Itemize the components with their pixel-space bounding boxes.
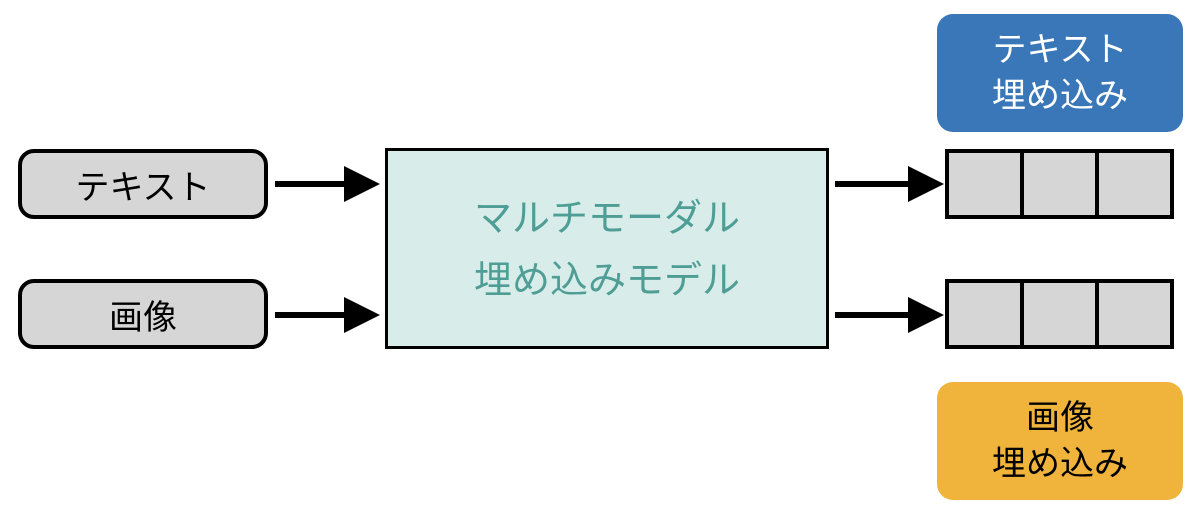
image-embedding-label-box: 画像 埋め込み <box>937 382 1183 500</box>
text-embedding-label-box: テキスト 埋め込み <box>937 14 1183 132</box>
image-embedding-label-line2: 埋め込み <box>992 444 1128 484</box>
image-embedding-label-line1: 画像 <box>1026 398 1094 438</box>
multimodal-embedding-model-node: マルチモーダル 埋め込みモデル <box>385 148 829 349</box>
text-embedding-label-line2: 埋め込み <box>992 76 1128 116</box>
text-embedding-vector <box>945 149 1174 219</box>
model-label-line2: 埋め込みモデル <box>473 257 740 302</box>
vector-cell <box>1024 283 1099 345</box>
vector-cell <box>949 153 1024 215</box>
text-embedding-label-line1: テキスト <box>992 30 1128 70</box>
input-text-label: テキスト <box>75 167 211 208</box>
model-label-line1: マルチモーダル <box>473 195 740 240</box>
input-text-node: テキスト <box>18 149 268 219</box>
image-embedding-vector <box>945 279 1174 349</box>
vector-cell <box>1099 283 1170 345</box>
vector-cell <box>1099 153 1170 215</box>
vector-cell <box>1024 153 1099 215</box>
input-image-label: 画像 <box>109 297 177 338</box>
input-image-node: 画像 <box>18 279 268 349</box>
vector-cell <box>949 283 1024 345</box>
